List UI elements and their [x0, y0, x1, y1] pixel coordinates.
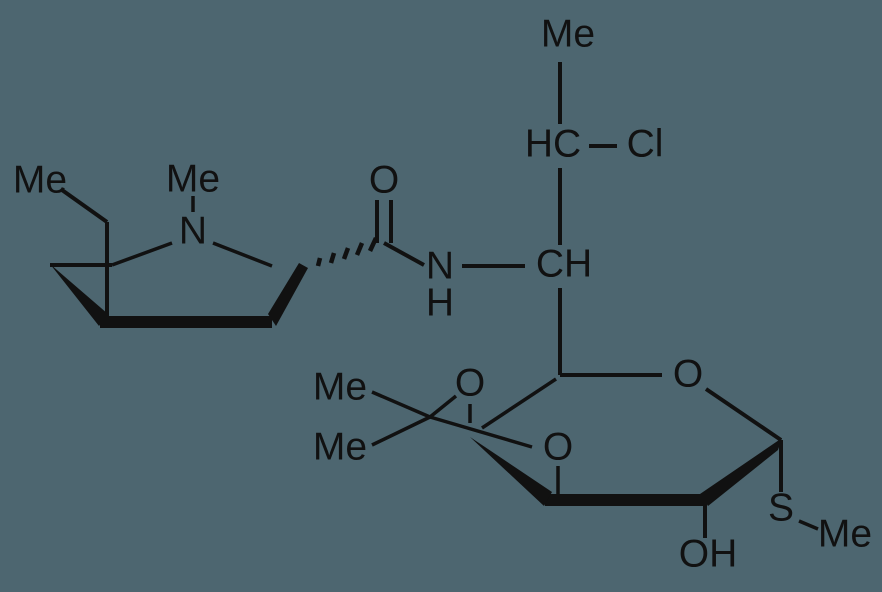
- label-acetonide-methyl-top: Me: [313, 365, 367, 408]
- label-acetonide-oxygen-top: O: [455, 361, 485, 404]
- bond-ring-c5-to-nitrogen: [111, 241, 173, 267]
- label-amide-nitrogen: N: [426, 244, 454, 287]
- wedge-anomeric-bold: [700, 438, 782, 506]
- bond-acetonide-methyl-top: [371, 390, 431, 419]
- bond-sugar-c-to-acetonide-oxygen-top: [481, 377, 557, 430]
- label-sulfur: S: [768, 486, 794, 529]
- label-hydroxyl: OH: [679, 532, 738, 575]
- label-acetonide-oxygen-bottom: O: [543, 425, 573, 468]
- label-ring-n-methyl: Me: [166, 157, 220, 200]
- label-acetonide-methyl-bottom: Me: [313, 425, 367, 468]
- bond-ring-oxygen-to-anomeric-carbon: [704, 387, 783, 442]
- label-propyl-methyl: Me: [13, 158, 67, 201]
- wedge-ring-bottom-bold: [100, 316, 272, 328]
- label-pyrrolidine-nitrogen: N: [179, 209, 207, 252]
- bond-acetonide-c-to-oxygen-top: [428, 394, 458, 419]
- bond-nitrogen-to-ring-c2: [212, 241, 273, 268]
- bond-acetonide-methyl-bottom: [371, 415, 431, 447]
- label-pyranose-ring-oxygen: O: [673, 352, 703, 395]
- label-thiomethyl: Me: [818, 512, 872, 555]
- label-carbonyl-oxygen: O: [369, 158, 399, 201]
- wedge-sugar-bottom-bold: [545, 494, 706, 506]
- wedge-ring-c3-bold: [268, 263, 308, 326]
- label-chlorine: Cl: [627, 122, 664, 165]
- bond-methyl-to-ethyl-ch2: [60, 188, 109, 224]
- label-amide-hydrogen: H: [426, 281, 454, 324]
- bond-carbonyl-to-amide-nitrogen: [383, 241, 425, 267]
- label-side-chain-methyl: Me: [541, 12, 595, 55]
- bond-acetonide-c-to-oxygen-bottom: [429, 415, 533, 449]
- label-methine-carbon: CH: [536, 242, 592, 285]
- label-chloro-carbon: HC: [525, 122, 581, 165]
- wedge-ring-c4-bold: [50, 264, 108, 326]
- bond-sulfur-to-methyl: [798, 519, 819, 531]
- hashed-wedge-stereo-bond: [315, 237, 379, 267]
- wedge-sugar-left-bold: [470, 437, 552, 506]
